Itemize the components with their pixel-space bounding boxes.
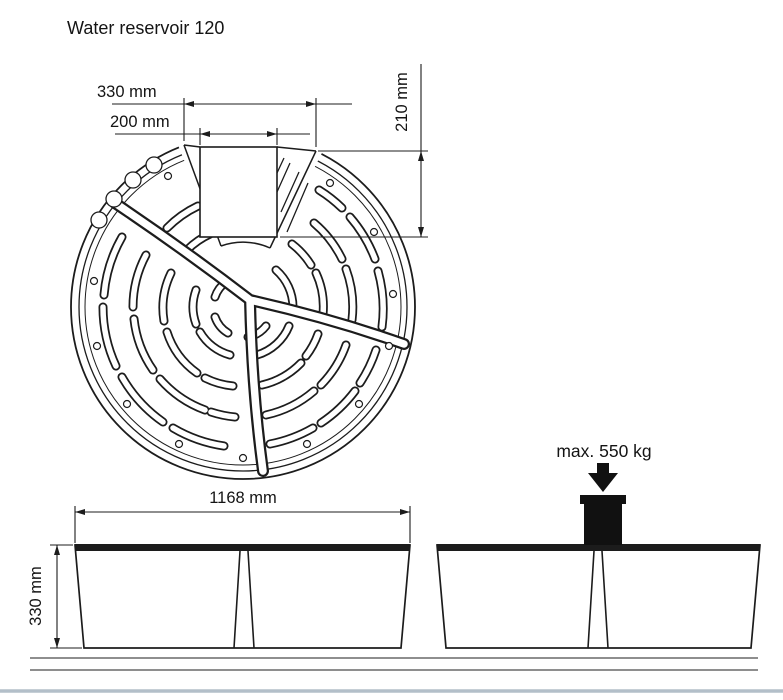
load-weight-block xyxy=(580,495,626,545)
dim-arrow-bottom xyxy=(54,638,60,648)
rim-hole xyxy=(174,439,184,449)
load-arrow-head xyxy=(588,473,618,492)
rim-holes xyxy=(89,171,398,463)
dim-arrow-left xyxy=(200,131,210,137)
tub-center-leg xyxy=(233,550,255,649)
rim-hole xyxy=(325,178,335,188)
dim-opening-inner-width: 200 mm xyxy=(110,113,310,145)
dim-arrow-right xyxy=(400,509,410,515)
rim-hole xyxy=(122,399,132,409)
tub-center-leg xyxy=(587,550,609,649)
opening-sector xyxy=(183,144,317,249)
rim-notch xyxy=(105,190,123,208)
reservoir-side-view xyxy=(74,544,411,649)
tub-rim-band xyxy=(75,544,410,551)
rim-hole xyxy=(89,276,99,286)
rim-notch xyxy=(90,211,108,229)
load-arrow-icon xyxy=(588,463,618,492)
tub-rim-band xyxy=(437,544,760,551)
dim-reservoir-width: 1168 mm xyxy=(74,489,411,543)
rim-hole xyxy=(369,227,379,237)
dim-reservoir-height: 330 mm xyxy=(27,544,82,649)
opening-sector-rim-closure xyxy=(183,144,317,152)
dim-arrow-left xyxy=(75,509,85,515)
dim-arrow-top xyxy=(418,151,424,161)
dim-arrow-right xyxy=(267,131,277,137)
chute-hatch-lines xyxy=(276,157,309,233)
rim-notches xyxy=(90,156,163,229)
extension-lines xyxy=(74,506,411,543)
weight-block-top xyxy=(580,495,626,504)
rim-hole xyxy=(302,439,312,449)
lid-top-view xyxy=(70,127,416,480)
dim-arrow-left xyxy=(184,101,194,107)
opening-sector-inner-arc xyxy=(220,241,271,249)
tub-body xyxy=(74,544,411,649)
dim-label-reservoir-height: 330 mm xyxy=(27,566,45,626)
weight-block-body xyxy=(584,504,622,545)
dim-label-opening-inner-width: 200 mm xyxy=(110,113,170,131)
rim-notch xyxy=(124,171,142,189)
dim-label-reservoir-width: 1168 mm xyxy=(209,489,277,507)
rim-hole xyxy=(92,341,102,351)
dim-arrow-right xyxy=(306,101,316,107)
rim-hole xyxy=(163,171,173,181)
drawing-title: Water reservoir 120 xyxy=(67,18,224,38)
dim-arrow-top xyxy=(54,545,60,555)
max-load-label: max. 550 kg xyxy=(556,441,651,461)
load-arrow-shaft xyxy=(597,463,609,473)
extension-lines xyxy=(199,128,278,145)
extension-lines xyxy=(280,150,428,238)
dim-opening-depth: 210 mm xyxy=(280,64,428,238)
rim-hole xyxy=(354,399,364,409)
dim-label-opening-outer-width: 330 mm xyxy=(97,83,157,101)
reservoir-load-view: max. 550 kg xyxy=(436,441,761,649)
rim-hole xyxy=(384,341,394,351)
rim-hole xyxy=(388,289,398,299)
dim-label-opening-depth: 210 mm xyxy=(393,72,411,132)
rim-notch xyxy=(145,156,163,174)
extension-lines xyxy=(50,544,82,649)
dim-opening-outer-width: 330 mm xyxy=(97,83,352,147)
dim-arrow-bottom xyxy=(418,227,424,237)
tub-body xyxy=(436,544,761,649)
rim-hole xyxy=(238,453,248,463)
filler-opening xyxy=(199,146,278,238)
